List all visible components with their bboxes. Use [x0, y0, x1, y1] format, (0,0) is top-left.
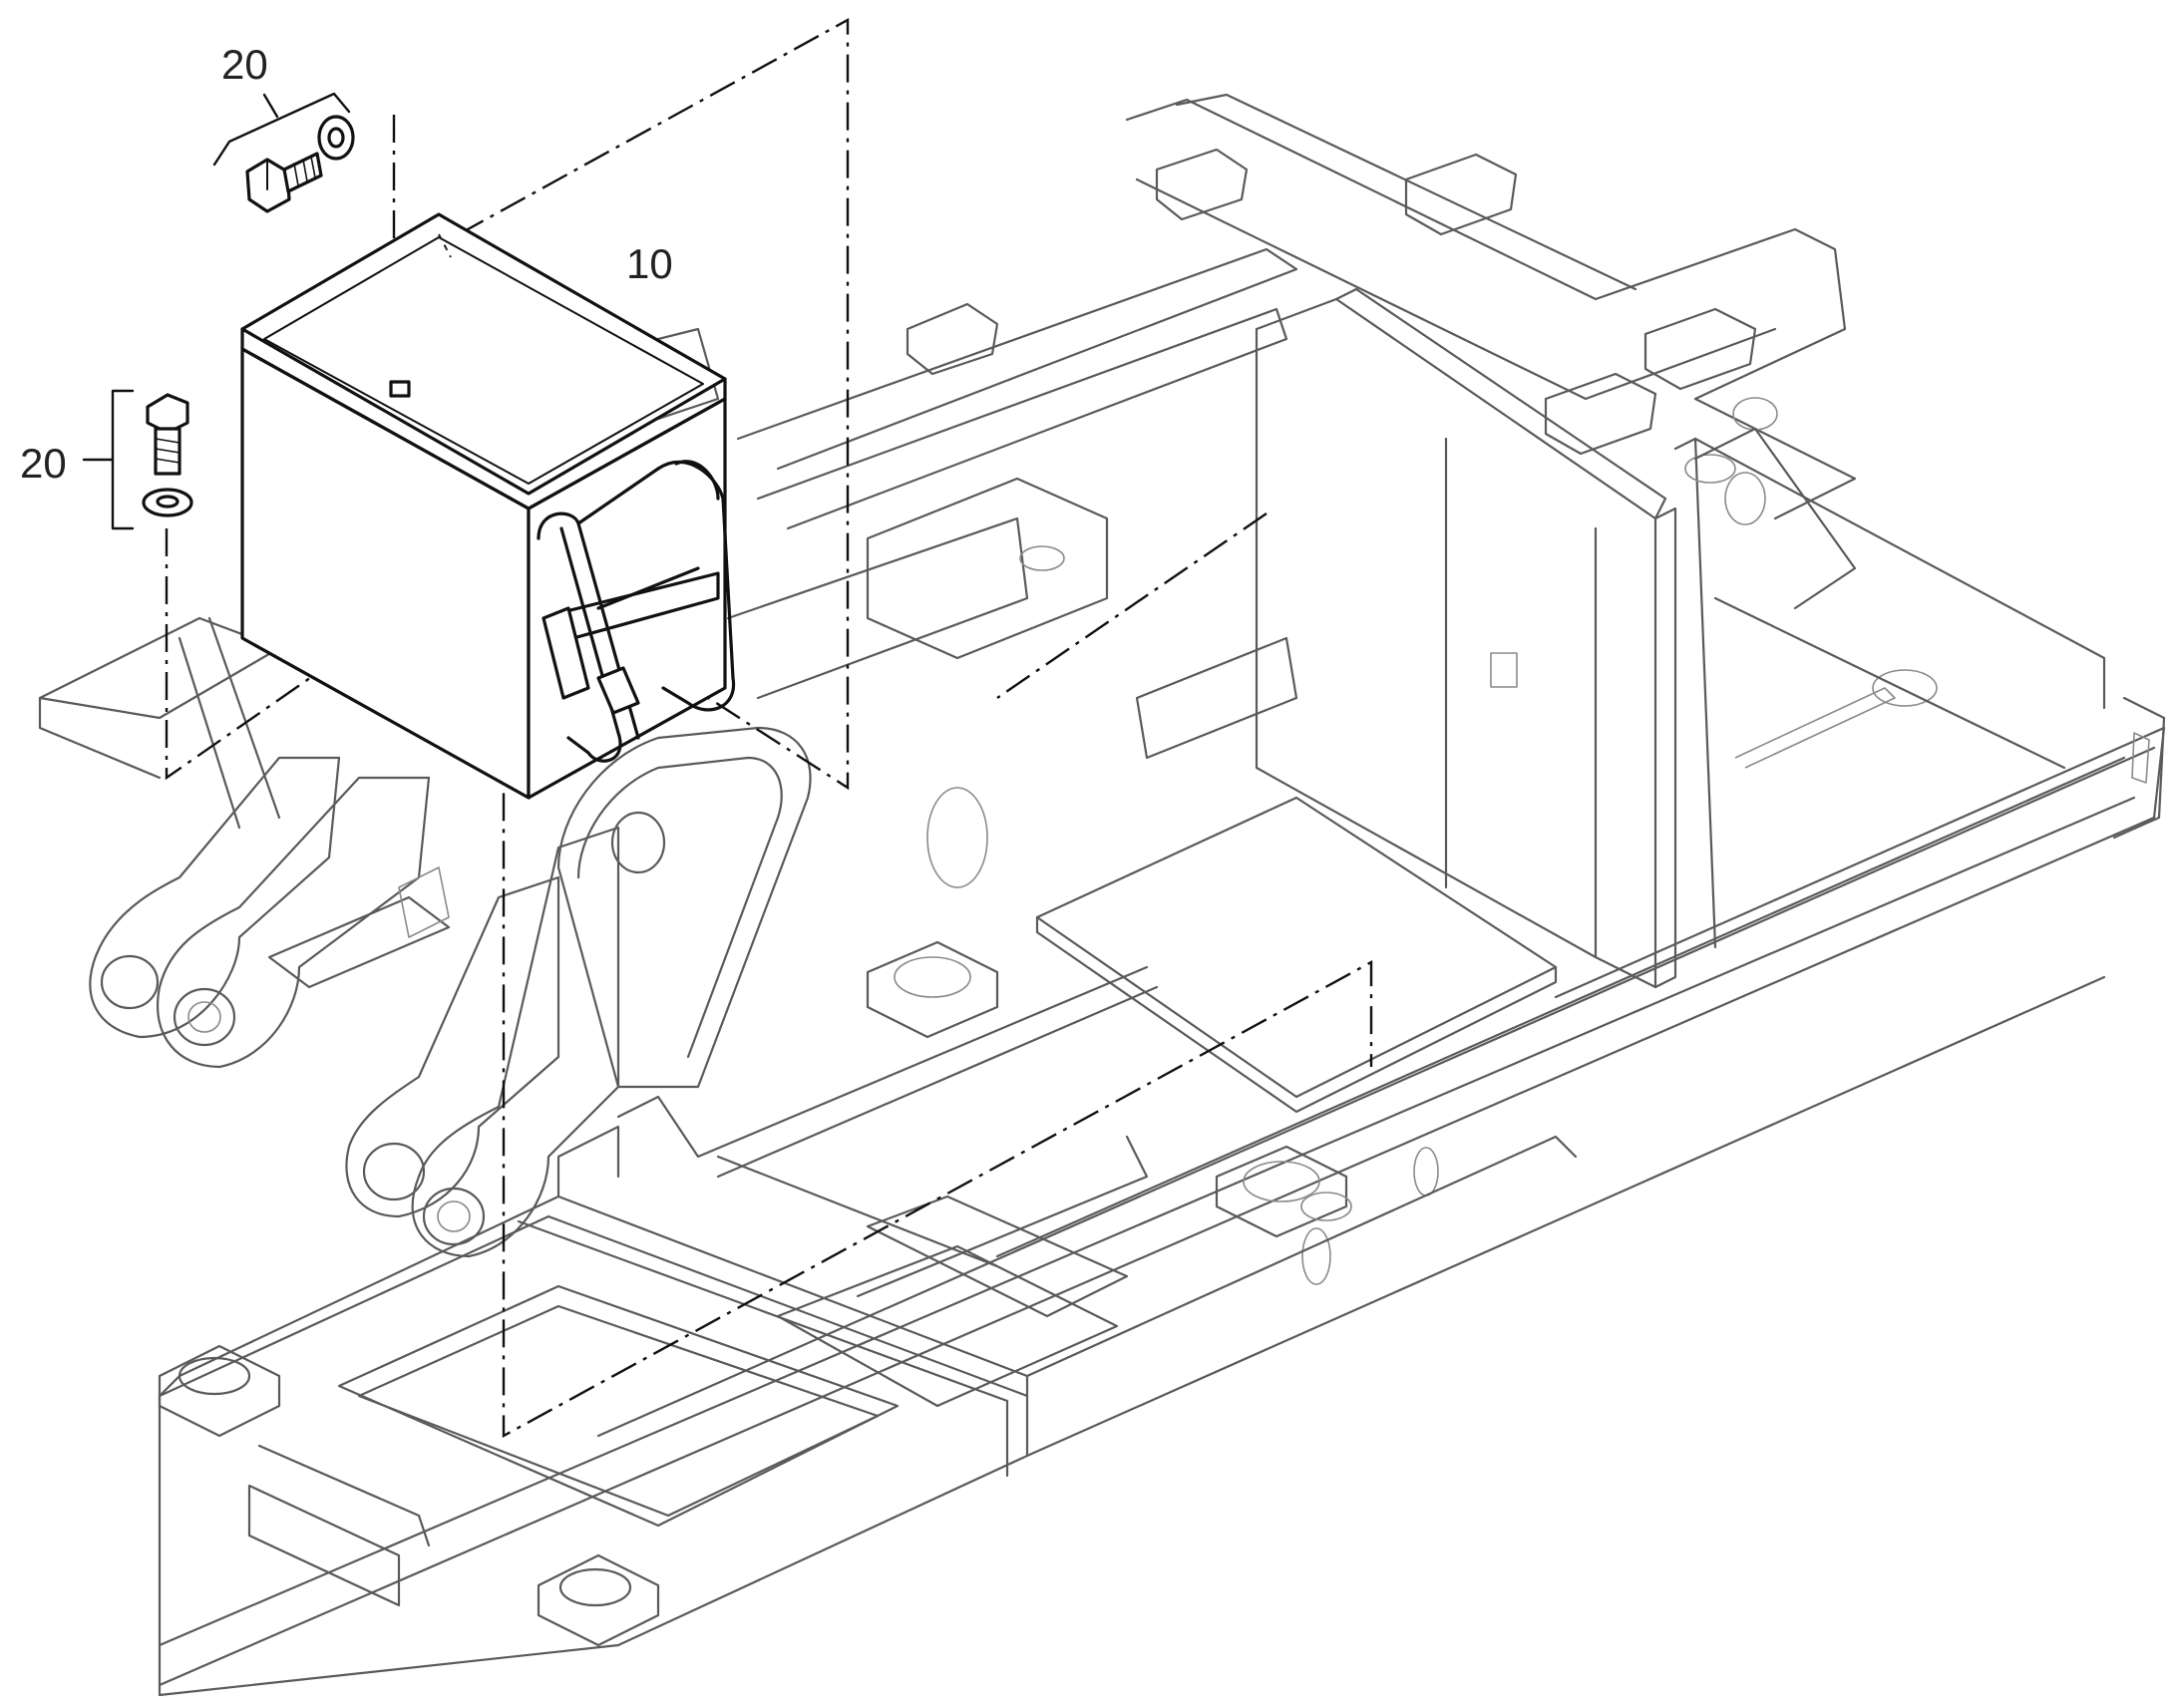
battery-box	[240, 212, 736, 800]
callout-battery-box: 10	[626, 240, 673, 287]
bolt-set-top	[212, 92, 355, 213]
callout-bolt-set-left: 20	[20, 440, 67, 487]
callout-bolt-set-top: 20	[221, 41, 268, 88]
bolt-set-left	[82, 389, 193, 530]
lower-frame	[158, 965, 2106, 1697]
upper-frame	[158, 93, 2166, 1687]
